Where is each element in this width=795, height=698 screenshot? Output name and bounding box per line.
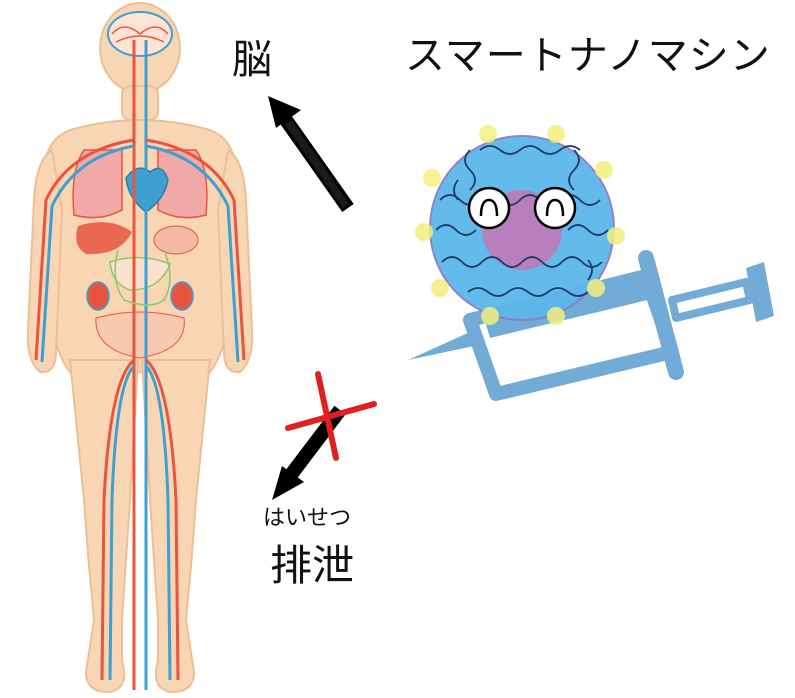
excretion-label: 排泄: [270, 545, 354, 587]
brain-label: 脳: [232, 40, 272, 80]
human-body-illustration: [28, 3, 253, 692]
excretion-reading-label: はいせつ: [263, 508, 351, 530]
arrow-to-brain-icon: [268, 96, 348, 208]
diagram-title: スマートナノマシン: [405, 36, 771, 76]
blocked-cross-icon: [288, 374, 374, 458]
nanomachine-icon: [415, 125, 625, 325]
